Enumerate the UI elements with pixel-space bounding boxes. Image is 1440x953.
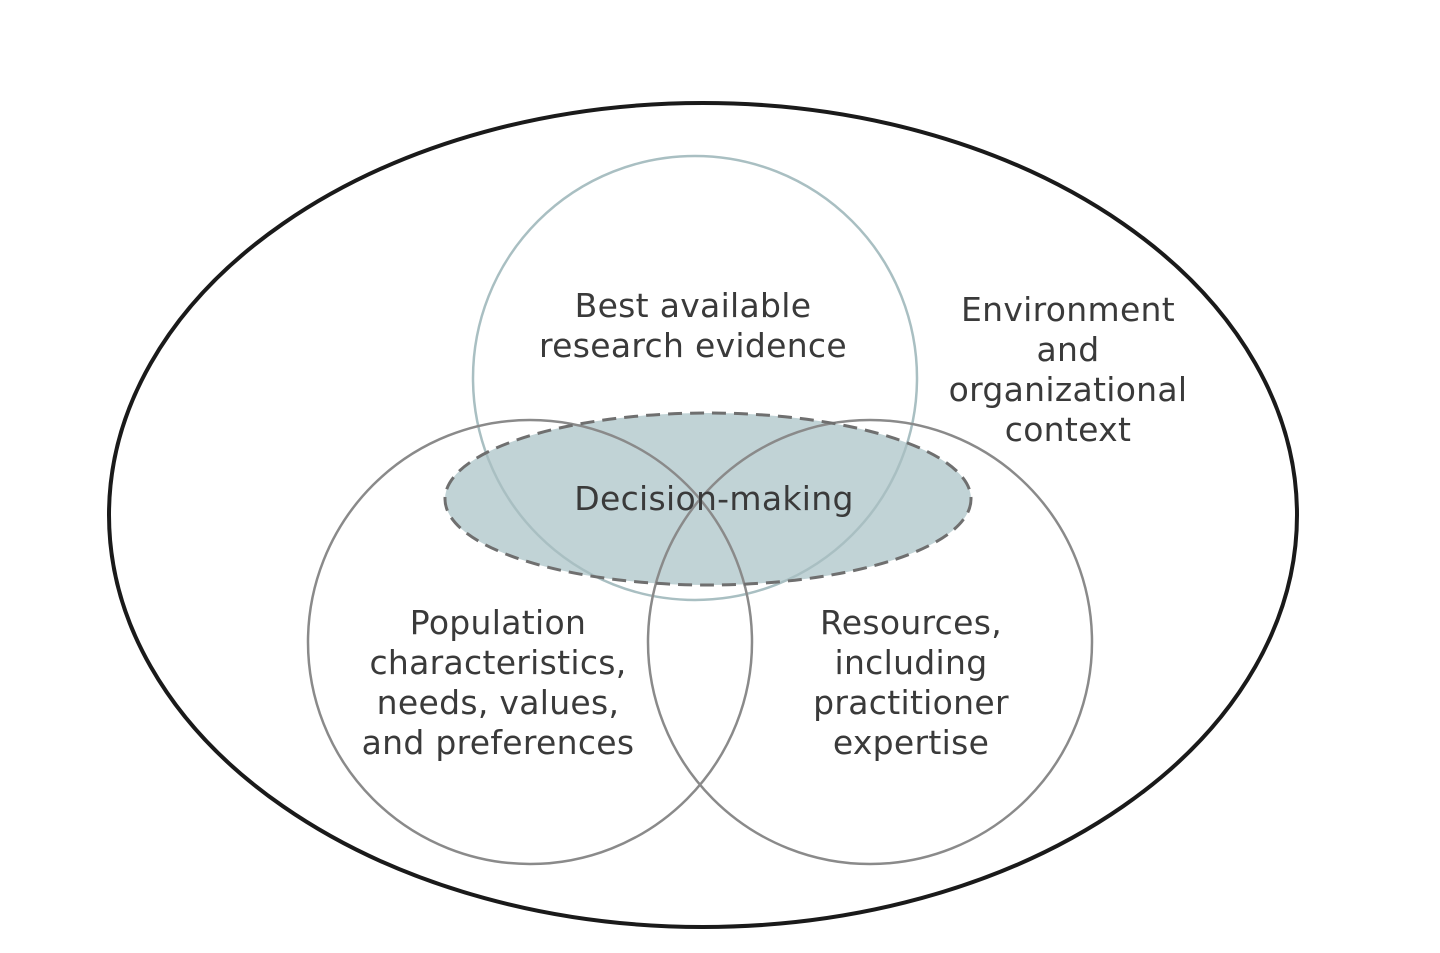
label-line: context bbox=[1004, 410, 1132, 449]
label-line: Population bbox=[409, 603, 587, 642]
label-line: Best available bbox=[574, 286, 812, 325]
research-evidence-label: Best available research evidence bbox=[520, 286, 866, 366]
label-line: Resources, bbox=[819, 603, 1003, 642]
decision-making-outline bbox=[443, 411, 973, 587]
label-line: needs, values, bbox=[376, 683, 620, 722]
outer-context-ellipse bbox=[107, 101, 1299, 929]
population-label: Population characteristics, needs, value… bbox=[335, 603, 661, 763]
population-circle bbox=[306, 418, 754, 866]
label-line: research evidence bbox=[539, 326, 847, 365]
label-line: characteristics, bbox=[369, 643, 627, 682]
label-line: Decision-making bbox=[574, 479, 854, 518]
label-line: Environment bbox=[960, 290, 1175, 329]
label-line: organizational bbox=[948, 370, 1188, 409]
resources-circle bbox=[646, 418, 1094, 866]
research-evidence-circle bbox=[471, 154, 919, 602]
label-line: and bbox=[1036, 330, 1100, 369]
decision-making-label: Decision-making bbox=[540, 479, 888, 519]
label-line: expertise bbox=[832, 723, 990, 762]
environment-context-label: Environment and organizational context bbox=[930, 290, 1206, 450]
label-line: and preferences bbox=[361, 723, 635, 762]
label-line: practitioner bbox=[813, 683, 1009, 722]
decision-making-ellipse bbox=[445, 413, 971, 585]
resources-label: Resources, including practitioner expert… bbox=[768, 603, 1054, 763]
label-line: including bbox=[834, 643, 988, 682]
